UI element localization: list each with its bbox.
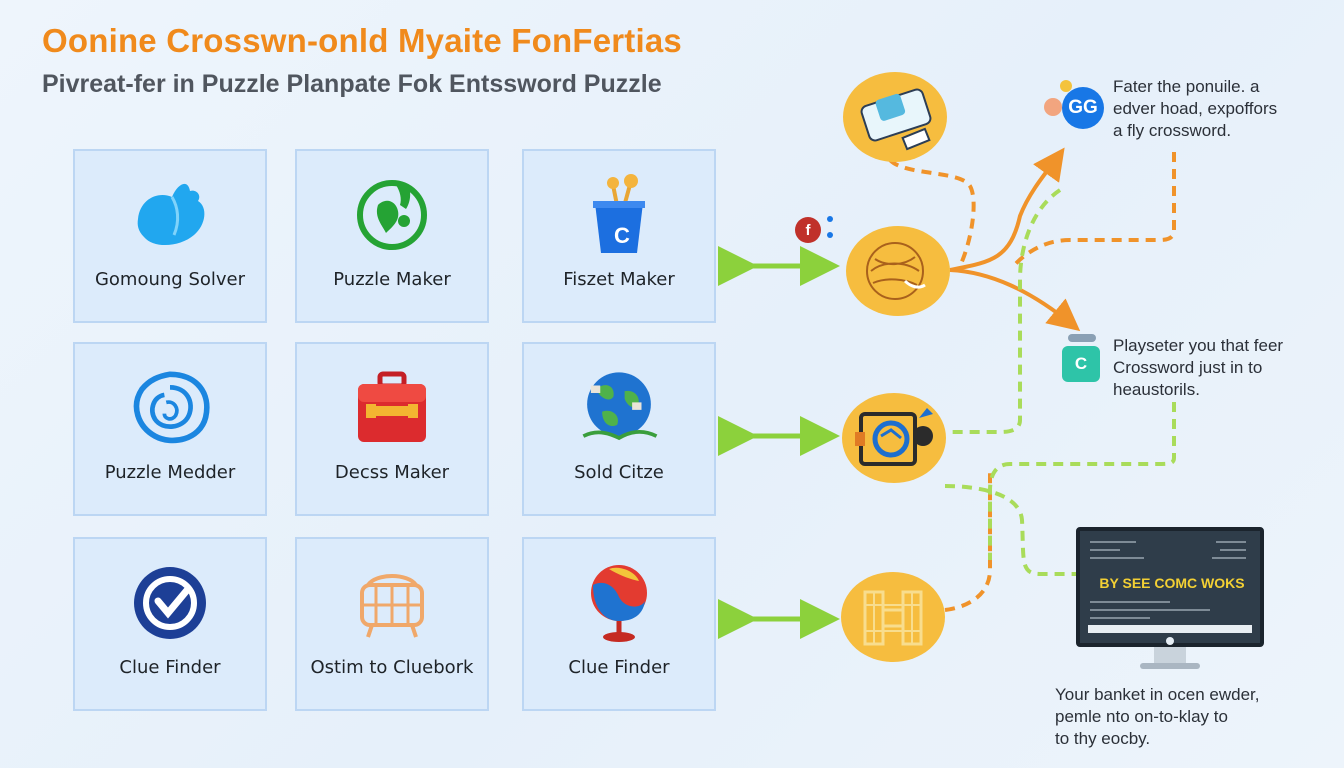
note-line: Playseter you that feer — [1113, 336, 1284, 355]
card-label: Clue Finder — [568, 657, 670, 678]
green-globe-icon — [347, 175, 437, 255]
avatar-dot — [1044, 98, 1062, 116]
card-label: Fiszet Maker — [563, 269, 675, 290]
swirl-icon — [125, 368, 215, 448]
tool-card-gomoung-solver[interactable]: Gomoung Solver — [73, 149, 267, 323]
flow-node-tools[interactable] — [842, 393, 946, 483]
basket-icon — [347, 563, 437, 643]
note-line: Your banket in ocen ewder, — [1055, 685, 1260, 704]
screen-code-line — [1220, 549, 1246, 551]
c-app-badge: C — [1062, 346, 1100, 382]
note-line: Crossword just in to — [1113, 358, 1263, 377]
gg-badge: GG — [1062, 87, 1104, 129]
note-line: to thy eocby. — [1055, 729, 1151, 748]
cup-letter: C — [614, 223, 630, 248]
screen-input-bar — [1088, 625, 1252, 633]
orange-dashed-paths — [888, 152, 1176, 612]
spark-dot — [1060, 80, 1072, 92]
gear-tools-icon — [855, 408, 933, 466]
dot-blue — [827, 232, 833, 238]
note-line: edver hoad, expoffors — [1113, 99, 1278, 118]
flash-badge: f — [795, 217, 821, 243]
earth-icon — [574, 368, 664, 448]
tool-card-clue-finder-2[interactable]: Clue Finder — [522, 537, 716, 711]
flow-node-grid[interactable] — [841, 572, 945, 662]
note-line: Fater the ponuile. a — [1113, 77, 1260, 96]
tool-card-decss-maker[interactable]: Decss Maker — [295, 342, 489, 516]
page-subtitle: Pivreat-fer in Puzzle Planpate Fok Entss… — [42, 70, 662, 98]
screen-code-line — [1090, 601, 1170, 603]
dot-blue — [827, 216, 833, 222]
grid-h-icon — [863, 590, 923, 646]
card-label: Clue Finder — [119, 657, 221, 678]
card-label: Sold Citze — [574, 462, 664, 483]
card-label: Puzzle Maker — [333, 269, 451, 290]
flow-node-sketch[interactable] — [843, 72, 947, 162]
screen-headline: BY SEE COMC WOKS — [1099, 575, 1245, 591]
screen-code-line — [1090, 557, 1144, 559]
card-label: Gomoung Solver — [94, 269, 246, 290]
orange-solid-arrows — [949, 147, 1081, 332]
globe-stand-icon — [574, 563, 664, 643]
monitor-preview[interactable]: BY SEE COMC WOKS — [1076, 527, 1264, 673]
cup-icon — [574, 174, 664, 255]
note-line: a fly crossword. — [1113, 121, 1232, 140]
tool-card-clue-finder-1[interactable]: Clue Finder — [73, 537, 267, 711]
screen-code-line — [1090, 541, 1136, 543]
tool-card-fiszet-maker[interactable]: C Fiszet Maker — [522, 149, 716, 323]
card-label: Decss Maker — [334, 462, 450, 483]
monitor-camera-dot — [1166, 637, 1174, 645]
card-label: Puzzle Medder — [104, 462, 236, 483]
screen-code-line — [1090, 617, 1150, 619]
note-bottom: Your banket in ocen ewder, pemle nto on-… — [1055, 684, 1259, 750]
monitor-screen: BY SEE COMC WOKS — [1076, 527, 1264, 647]
screen-code-line — [1216, 541, 1246, 543]
screen-code-line — [1212, 557, 1246, 559]
tool-card-puzzle-medder[interactable]: Puzzle Medder — [73, 342, 267, 516]
bird-icon — [125, 175, 215, 255]
tool-card-ostim-to-cluebork[interactable]: Ostim to Cluebork — [295, 537, 489, 711]
monitor-base — [1140, 663, 1200, 669]
sketch-map-icon — [860, 88, 932, 151]
green-dashed-paths — [944, 188, 1176, 576]
page-title: Oonine Crosswn-onld Myaite FonFertias — [42, 22, 682, 59]
screen-code-line — [1090, 549, 1120, 551]
globe-sketch-icon — [866, 242, 926, 300]
tool-card-sold-citze[interactable]: Sold Citze — [522, 342, 716, 516]
tool-card-puzzle-maker[interactable]: Puzzle Maker — [295, 149, 489, 323]
note-line: heaustorils. — [1113, 380, 1200, 399]
monitor-stand — [1154, 647, 1186, 663]
card-label: Ostim to Cluebork — [310, 657, 474, 678]
check-badge-icon — [125, 563, 215, 643]
note-top: Fater the ponuile. a edver hoad, expoffo… — [1113, 76, 1277, 142]
flow-node-globe-sketch[interactable] — [846, 226, 950, 316]
badge-tab — [1068, 334, 1096, 342]
note-middle: Playseter you that feer Crossword just i… — [1113, 335, 1283, 401]
note-line: pemle nto on-to-klay to — [1055, 707, 1228, 726]
screen-code-line — [1090, 609, 1210, 611]
toolbox-icon — [347, 368, 437, 448]
